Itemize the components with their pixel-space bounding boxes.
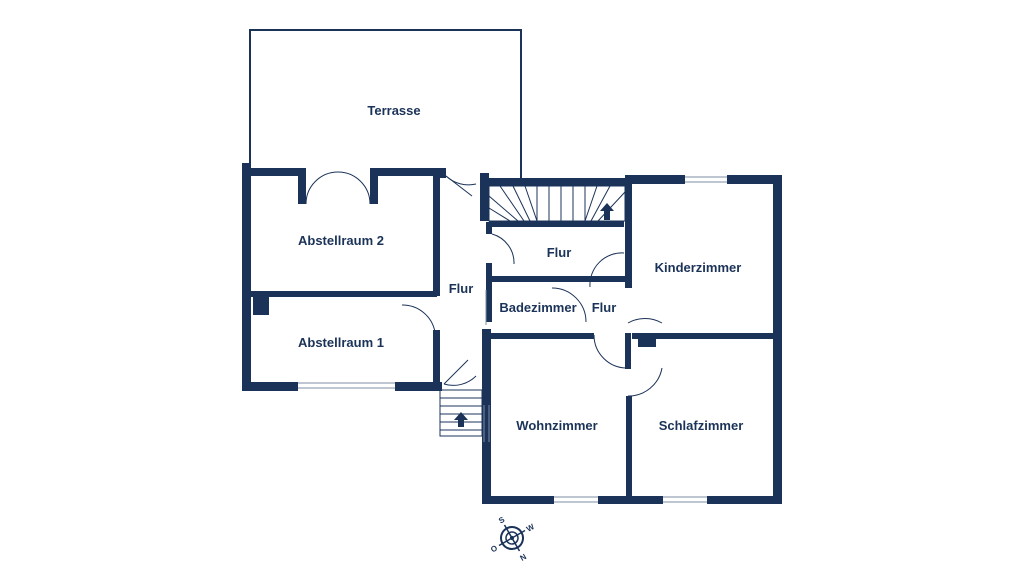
compass-east: O xyxy=(489,543,499,554)
label-flur-center: Flur xyxy=(592,300,617,315)
label-schlafzimmer: Schlafzimmer xyxy=(659,418,744,433)
label-abstellraum-2: Abstellraum 2 xyxy=(298,233,384,248)
windows xyxy=(298,176,727,503)
compass-icon: S N W O xyxy=(489,515,536,563)
label-wohnzimmer: Wohnzimmer xyxy=(516,418,597,433)
doors xyxy=(305,171,663,397)
label-terrasse: Terrasse xyxy=(367,103,420,118)
compass-south: S xyxy=(497,515,507,526)
compass-north: N xyxy=(518,552,528,563)
label-abstellraum-1: Abstellraum 1 xyxy=(298,335,384,350)
room-labels: Terrasse Abstellraum 2 Abstellraum 1 Flu… xyxy=(298,103,743,433)
compass-west: W xyxy=(525,522,536,534)
arrow-up-icon xyxy=(600,203,614,220)
label-badezimmer: Badezimmer xyxy=(499,300,576,315)
upper-stair xyxy=(488,185,626,222)
terrace-outline xyxy=(249,29,522,178)
walls xyxy=(242,163,782,504)
label-kinderzimmer: Kinderzimmer xyxy=(655,260,742,275)
label-flur-main: Flur xyxy=(449,281,474,296)
label-flur-upper: Flur xyxy=(547,245,572,260)
arrow-up-icon xyxy=(454,412,468,427)
